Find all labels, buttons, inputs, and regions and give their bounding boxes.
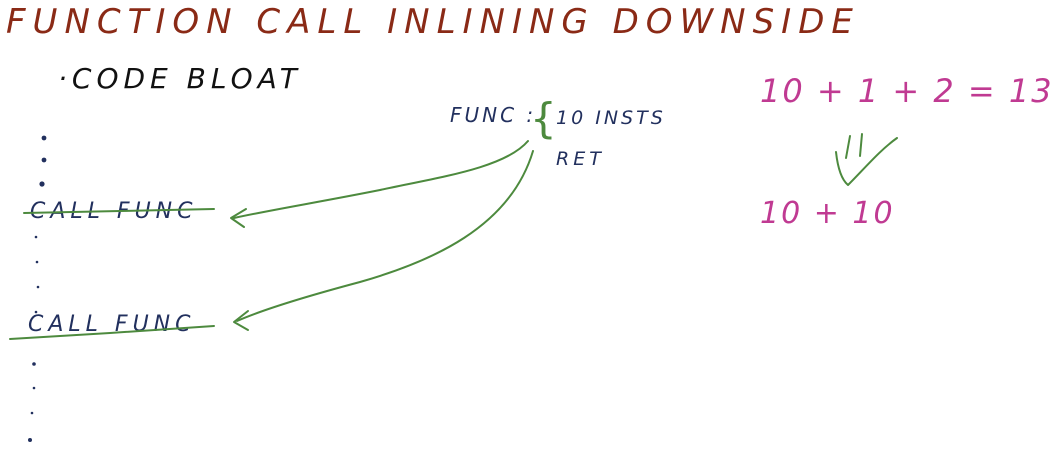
func-body-ret: RET: [556, 148, 605, 170]
func-body-insts: 10 INSTS: [556, 107, 666, 129]
func-brace: {: [530, 94, 557, 143]
math-before: 10 + 1 + 2 = 13: [760, 72, 1054, 110]
bullet-code-bloat: ·CODE BLOAT: [58, 62, 302, 95]
reduce-arrow: [835, 133, 898, 186]
check-mark-icon: [835, 137, 898, 186]
strike-lines: [9, 208, 215, 340]
arrow-to-call-2: [236, 150, 534, 322]
arrow-1-head: [230, 208, 247, 228]
slide-title: FUNCTION CALL INLINING DOWNSIDE: [6, 2, 860, 42]
math-after: 10 + 10: [760, 196, 895, 231]
arrow-2-head: [233, 310, 249, 331]
func-label: FUNC :: [450, 103, 537, 127]
strike-call-2: [9, 325, 215, 340]
strike-call-1: [23, 208, 215, 214]
inline-arrows: [230, 140, 534, 331]
code-ellipsis: [28, 135, 47, 442]
annotation-layer: [9, 133, 898, 442]
arrow-to-call-1: [233, 140, 529, 219]
